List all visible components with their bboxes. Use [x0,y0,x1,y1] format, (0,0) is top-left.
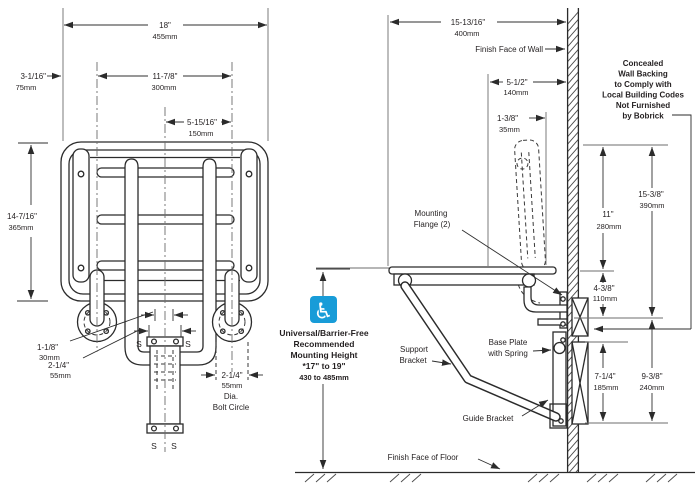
dim-wall-gap-mm: 35mm [499,125,520,134]
dim-guide-backing-in: 7-1/4" [594,372,615,381]
slat-hole [245,264,253,272]
wheelchair-icon [310,296,337,323]
finish-floor-label: Finish Face of Floor [388,453,459,462]
base-plate-label: with Spring [487,349,528,358]
wheelchair-icon-glyph: ♿ [314,300,334,325]
dim-center-offset-in: 5-15/16" [187,118,217,127]
dim-overall-width-mm: 455mm [152,32,177,41]
mounting-flange-label: Flange (2) [414,220,451,229]
side-view: 15-13/16" 400mm Finish Face of Wall 5-1/… [295,8,695,483]
dim-flange-spacing-mm: 300mm [151,83,176,92]
dim-overall-width-in: 18" [159,21,171,30]
bolt-circle-label: Bolt Circle [213,403,250,412]
dim-center-offset-mm: 150mm [188,129,213,138]
dim-open-depth-in: 15-13/16" [451,18,486,27]
mounting-note-line: 430 to 485mm [299,373,349,382]
backing-note-line: Not Furnished [616,101,670,110]
seat-frame-bar [393,273,535,286]
seat-profile [388,266,568,326]
screw-icon [560,296,566,302]
dim-open-depth-mm: 400mm [454,29,479,38]
backing-note: Concealed Wall Backing to Comply with Lo… [594,59,692,333]
dim-overall-height-in: 14-7/16" [7,212,37,221]
mounting-height-note: Universal/Barrier-Free Recommended Mount… [279,328,369,382]
dim-guide-backing-mm: 185mm [593,383,618,392]
dim-seat-to-flange-mm: 110mm [593,294,617,303]
bolt-circle-label: Dia. [224,392,238,401]
dim-slot-spacing-mm: 30mm [39,353,60,362]
support-bracket-tube [400,281,561,422]
dim-slot-spacing-in: 1-1/8" [37,343,58,352]
dim-folded-depth-mm: 140mm [503,88,528,97]
mounting-height-dim: ♿ Universal/Barrier-Free Recommended Mou… [279,268,369,469]
backing-note-line: by Bobrick [622,112,664,121]
screw-label: S [136,339,142,349]
dim-seat-to-flange-in: 4-3/8" [593,284,614,293]
screw-icon [172,338,180,345]
dim-backing-height-in: 15-3/8" [638,190,664,199]
backing-box-lower [571,341,589,425]
dim-plate-width-mm: 55mm [50,371,71,380]
dim-bolt-circle-mm: 55mm [222,381,243,390]
dim-wall-gap-in: 1-3/8" [497,114,518,123]
screw-label: S [151,441,157,451]
mounting-flange-label: Mounting [415,209,448,218]
dim-backing-top-to-seat-in: 11" [602,210,613,219]
slat-hole [77,264,85,272]
seat-surface [388,266,557,275]
backing-box-upper [571,297,589,337]
leader-line [82,328,142,359]
wall-screws [558,296,566,424]
support-bracket-label: Support [400,345,429,354]
backing-note-line: Wall Backing [618,70,668,79]
front-view: 18" 455mm 3-1/16" 75mm 11-7/8" 300mm 5-1… [7,8,269,452]
rear-pivot [521,273,537,288]
side-slat-right [240,148,258,283]
mounting-note-line: *17" to 19" [302,361,345,371]
backing-note-line: Local Building Codes [602,91,684,100]
screw-label: S [171,441,177,451]
screw-label: S [185,339,191,349]
backing-note-line: to Comply with [614,80,671,89]
dim-bolt-circle-in: 2-1/4" [221,371,242,380]
mounting-note-line: Universal/Barrier-Free [279,328,369,338]
dim-side-offset-mm: 75mm [16,83,37,92]
guide-bracket [549,403,568,429]
screw-icon [560,321,566,327]
base-plate [552,331,567,427]
dim-backing-top-to-seat-mm: 280mm [596,222,621,231]
screw-icon [558,418,564,424]
finish-wall-label: Finish Face of Wall [475,45,543,54]
screw-icon [560,337,566,343]
dim-plate-width-in: 2-1/4" [48,361,69,370]
spring [553,341,566,355]
backing-note-line: Concealed [623,59,664,68]
side-slat-left [72,148,90,283]
dim-backing-height-mm: 390mm [639,201,664,210]
mounting-note-line: Mounting Height [290,350,357,360]
dim-folded-depth-in: 5-1/2" [506,78,527,87]
slat-hole [77,170,85,178]
seat-frame-inner [68,149,261,295]
lower-attachment-bar [537,318,568,326]
leader-line [69,311,154,342]
slat-hole [245,170,253,178]
guide-bracket-label: Guide Bracket [463,414,514,423]
dim-lower-backing-mm: 240mm [639,383,664,392]
base-plate-label: Base Plate [489,338,528,347]
floor-hatch [304,473,678,483]
dim-overall-height-mm: 365mm [8,223,33,232]
screw-icon [150,425,158,432]
support-bracket-label: Bracket [399,356,427,365]
dim-flange-spacing-in: 11-7/8" [153,72,178,81]
dim-side-offset-in: 3-1/16" [20,72,46,81]
mounting-note-line: Recommended [294,339,355,349]
folding-frame-tube [124,158,217,366]
dim-lower-backing-in: 9-3/8" [641,372,662,381]
screw-icon [150,338,158,345]
rear-elbow-tube [523,286,568,313]
screw-icon [172,425,180,432]
